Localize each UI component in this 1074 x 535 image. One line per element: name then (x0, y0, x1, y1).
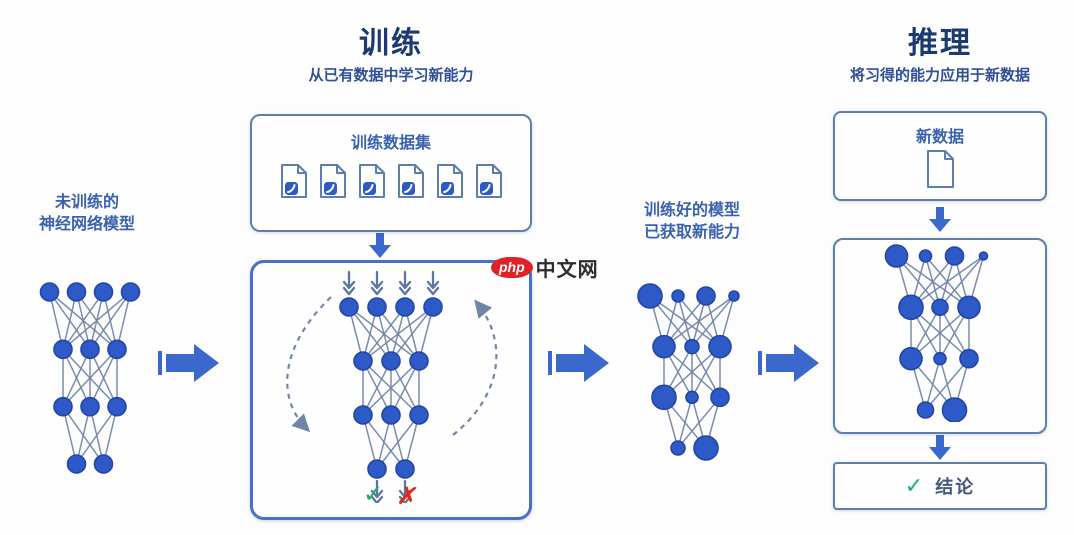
wrong-cross-icon: ✗ (395, 479, 421, 513)
dataset-file-icon (319, 164, 346, 198)
inference-network-graphic (884, 244, 989, 422)
watermark-php-badge: php (491, 257, 533, 278)
conclusion-label: 结论 (935, 477, 976, 497)
trained-model-label-line1: 训练好的模型 (643, 202, 740, 219)
dataset-files (252, 163, 530, 199)
conclusion-box: ✓ 结论 (833, 462, 1047, 510)
inference-subtitle: 将习得的能力应用于新数据 (849, 67, 1030, 84)
trained-model-label-line2: 已获取新能力 (643, 224, 740, 242)
down-arrow-dataset-icon (369, 233, 391, 258)
trained-model-label: 训练好的模型 已获取新能力 (608, 200, 776, 245)
new-data-document-icon (927, 150, 954, 188)
training-title: 训练 (359, 27, 423, 60)
untrained-model-label-line1: 未训练的 (54, 194, 119, 211)
inference-model-box (833, 238, 1047, 434)
untrained-network-graphic (39, 282, 141, 474)
training-loop-box: ✓ ✗ (250, 260, 532, 520)
training-dataset-title: 训练数据集 (350, 135, 431, 152)
new-data-box: 新数据 (833, 111, 1047, 201)
training-result-marks: ✓ ✗ (253, 479, 529, 513)
dataset-file-icon (397, 164, 424, 198)
trained-network-graphic (637, 283, 740, 461)
training-cycle-arrows-icon (286, 296, 498, 436)
training-network-graphic (339, 271, 443, 503)
dataset-file-icon (358, 164, 385, 198)
conclusion-check-icon: ✓ (904, 473, 924, 498)
untrained-model-label: 未训练的 神经网络模型 (12, 192, 162, 237)
flow-arrow-right-3-icon (758, 344, 819, 382)
untrained-model-label-line2: 神经网络模型 (38, 216, 135, 234)
training-dataset-box: 训练数据集 (250, 114, 532, 232)
watermark-text: 中文网 (535, 259, 599, 281)
flow-arrow-right-1-icon (158, 344, 219, 382)
dataset-file-icon (436, 164, 463, 198)
flow-arrow-right-2-icon (548, 344, 609, 382)
dataset-file-icon (475, 164, 502, 198)
down-arrow-newdata-icon (929, 207, 951, 232)
inference-title: 推理 (908, 27, 972, 60)
new-data-title: 新数据 (915, 129, 964, 146)
correct-check-icon: ✓ (363, 481, 384, 508)
training-subtitle: 从已有数据中学习新能力 (308, 67, 474, 84)
watermark: php 中文网 (491, 253, 599, 282)
dataset-file-icon (280, 164, 307, 198)
down-arrow-inference-icon (929, 435, 951, 460)
